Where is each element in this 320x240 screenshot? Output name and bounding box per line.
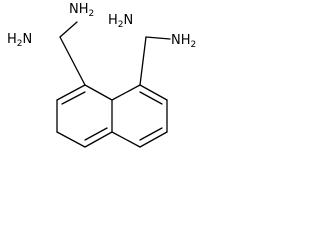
naphthalene-dihydrazine-structure: NH2 H2N H2N NH2 [7,2,196,148]
double-bond-right-bottom [139,127,163,141]
bond-nh-nh2-left [59,21,78,38]
nh2-right-label: NH2 [171,33,196,50]
h2n-middle-tail: N [124,13,134,28]
nh2-right-main: NH [171,33,191,48]
h2n-middle-label: H2N [108,13,133,30]
bond-ring-right-2 [139,84,168,101]
nh2-upper-left-sub: 2 [89,9,95,19]
nh2-upper-left-main: NH [69,2,89,17]
h2n-left-main: H [7,32,17,47]
h2n-middle-main: H [108,13,118,28]
bond-ring-left-3 [84,131,113,148]
bond-ring-right-4 [139,131,168,148]
double-bond-left-bottom [84,127,108,141]
bond-ring-left-4 [56,131,86,148]
h2n-left-sub: 2 [17,39,23,49]
h2n-middle-sub: 2 [118,20,124,30]
bond-ring-left-1 [84,84,113,101]
nh2-right-sub: 2 [191,40,197,50]
bond-ring-right-1 [111,84,141,101]
bond-nh-nh2-right [145,36,171,40]
bond-ring-right-5 [111,131,141,148]
nh2-upper-left-label: NH2 [69,2,94,19]
double-bond-left-top [61,91,86,105]
h2n-left-tail: N [23,32,33,47]
h2n-left-label: H2N [7,32,32,49]
bond-n-ring-left [59,36,86,86]
bond-n-ring-right [139,36,147,86]
double-bond-right-top [139,91,163,105]
bond-ring-left-6 [56,84,86,101]
